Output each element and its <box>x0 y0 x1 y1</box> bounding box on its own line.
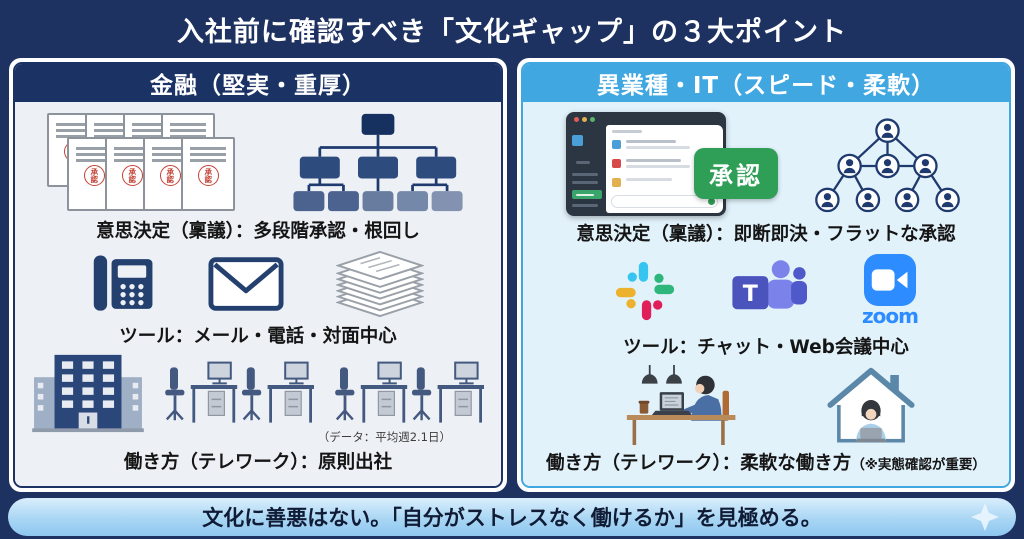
desk-phone-icon <box>93 255 153 311</box>
slack-icon <box>615 261 675 320</box>
active-channel-item <box>572 190 602 200</box>
it-tools-row: T zoom <box>529 252 1003 359</box>
envelope-icon <box>208 256 284 311</box>
chat-message <box>612 178 717 188</box>
hanko-stamp: 承認 <box>121 165 143 187</box>
office-desks-icon <box>165 361 314 425</box>
hanko-stamp: 承認 <box>83 165 105 187</box>
zoom-wordmark: zoom <box>862 303 919 328</box>
people-network-icon <box>815 118 960 213</box>
it-decision-caption: 意思決定（稟議）：即断即決・フラットな承認 <box>576 224 956 246</box>
teams-icon: T <box>732 259 808 309</box>
comparison-panels: 金融（堅実・重厚） 承認 承認 承認 承認 承認 承認 承認 <box>0 58 1024 492</box>
finance-tools-caption: ツール：メール・電話・対面中心 <box>119 325 397 347</box>
chat-message <box>612 159 717 171</box>
finance-panel: 金融（堅実・重厚） 承認 承認 承認 承認 承認 承認 承認 <box>9 58 507 492</box>
office-building-icon <box>32 355 144 433</box>
finance-panel-header: 金融（堅実・重厚） <box>15 64 501 102</box>
approval-badge: 承認 <box>694 148 778 200</box>
it-panel: 異業種・IT（スピード・柔軟） <box>517 58 1015 492</box>
it-panel-header: 異業種・IT（スピード・柔軟） <box>523 64 1009 102</box>
chat-message <box>612 140 717 152</box>
cafe-remote-work-icon <box>626 364 736 445</box>
it-decision-row: 承認 <box>529 111 1003 246</box>
window-traffic-lights-icon <box>566 112 726 123</box>
chat-input <box>611 195 718 209</box>
hanko-stamp: 承認 <box>197 165 219 187</box>
svg-text:T: T <box>743 281 758 307</box>
sparkle-icon <box>971 503 999 531</box>
send-button-icon <box>708 197 715 205</box>
finance-work-caption: 働き方（テレワーク）：原則出社 <box>123 452 393 474</box>
it-work-caption: 働き方（テレワーク）：柔軟な働き方（※実態確認が重要） <box>546 452 986 474</box>
org-chart-icon <box>293 113 463 211</box>
finance-decision-caption: 意思決定（稟議）：多段階承認・根回し <box>96 220 420 242</box>
it-work-note: （※実態確認が重要） <box>851 456 986 473</box>
workspace-avatar <box>572 135 583 147</box>
zoom-icon: zoom <box>862 253 919 328</box>
it-tools-caption: ツール：チャット・Web会議中心 <box>623 336 909 358</box>
finance-decision-row: 承認 承認 承認 承認 承認 承認 承認 承認 <box>21 112 495 243</box>
chat-app-window-icon: 承認 <box>566 112 781 217</box>
finance-work-row: （データ：平均週2.1日） 働き方（テレワーク）：原則出社 <box>21 353 495 474</box>
hanko-stamp: 承認 <box>159 165 181 187</box>
page-title: 入社前に確認すべき「文化ギャップ」の３大ポイント <box>176 16 848 48</box>
it-work-row: 働き方（テレワーク）：柔軟な働き方（※実態確認が重要） <box>529 364 1003 475</box>
home-remote-work-icon <box>827 367 915 443</box>
telework-data-note: （データ：平均週2.1日） <box>317 430 451 445</box>
video-camera-icon <box>871 268 908 291</box>
conclusion-text: 文化に善悪はない。「自分がストレスなく働けるか」を見極める。 <box>202 506 822 530</box>
paper-stack-icon <box>336 250 424 317</box>
conclusion-banner: 文化に善悪はない。「自分がストレスなく働けるか」を見極める。 <box>8 498 1016 536</box>
finance-tools-row: ツール：メール・電話・対面中心 <box>21 249 495 348</box>
stamped-documents-icon: 承認 承認 承認 承認 承認 承認 承認 承認 <box>47 112 239 213</box>
office-desks-icon <box>334 361 484 425</box>
